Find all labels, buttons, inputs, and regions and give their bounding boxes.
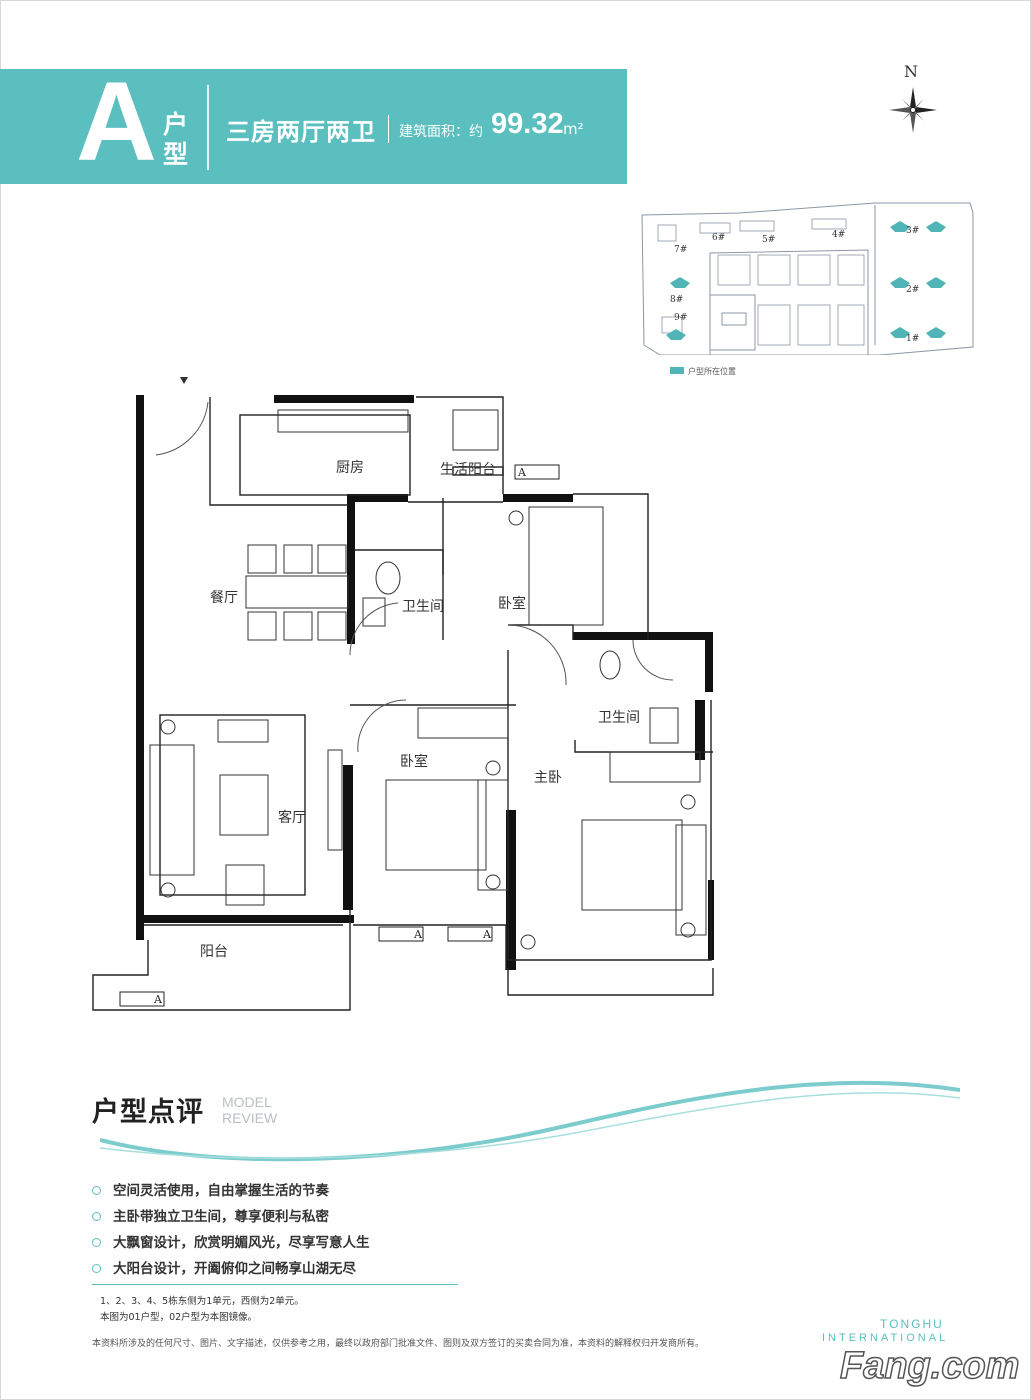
watermark-text: Fang.com (840, 1345, 1019, 1387)
disclaimer: 本资料所涉及的任何尺寸、图片、文字描述，仅供参考之用，最终以政府部门批准文件、图… (92, 1339, 705, 1349)
bullet-icon (92, 1186, 101, 1195)
entrance-arrow-icon (180, 377, 188, 384)
review-en-line2: REVIEW (222, 1110, 278, 1126)
review-points: 空间灵活使用，自由掌握生活的节奏 主卧带独立卫生间，尊享便利与私密 大飘窗设计，… (92, 1180, 370, 1284)
unit-type-letter: A (76, 59, 157, 184)
brand-line2: INTERNATIONAL (822, 1332, 949, 1344)
building-label: 5# (762, 235, 775, 245)
bullet-icon (92, 1212, 101, 1221)
header-separator (388, 115, 389, 143)
floor-plan: A A A A 厨房 生活阳台 餐厅 卫生间 卧室 卫生间 卧室 主卧 客厅 阳… (92, 377, 714, 1011)
legend-swatch (670, 367, 684, 374)
header-band (0, 69, 627, 184)
bullet-icon (92, 1264, 101, 1273)
list-item: 大飘窗设计，欣赏明媚风光，尽享写意人生 (92, 1232, 370, 1258)
header-divider (207, 85, 209, 170)
area-label: 建筑面积：约 (399, 124, 483, 140)
building-label: 3# (906, 226, 919, 236)
room-label-living: 客厅 (278, 809, 306, 826)
room-label-bedroom-2: 卧室 (400, 753, 428, 770)
area-unit: m² (563, 120, 584, 138)
building-label: 4# (832, 230, 845, 240)
list-item: 大阳台设计，开阖俯仰之间畅享山湖无尽 (92, 1258, 370, 1284)
brand-line1: TONGHU (880, 1317, 944, 1331)
legend-text: 户型所在位置 (688, 367, 736, 376)
list-item: 空间灵活使用，自由掌握生活的节奏 (92, 1180, 370, 1206)
building-label: 8# (670, 295, 683, 305)
north-label: N (904, 62, 918, 81)
room-label-bathroom-2: 卫生间 (598, 710, 640, 726)
ac-tag: A (413, 928, 423, 941)
review-title-en: MODEL REVIEW (222, 1094, 277, 1126)
list-item: 主卧带独立卫生间，尊享便利与私密 (92, 1206, 370, 1232)
ac-tag: A (153, 993, 163, 1006)
room-label-kitchen: 厨房 (336, 460, 364, 476)
unit-type-suffix: 户型 (163, 110, 189, 169)
ac-tag: A (482, 928, 492, 941)
building-label: 9# (674, 313, 687, 323)
room-label-balcony: 阳台 (200, 944, 228, 960)
layout-name: 三房两厅两卫 (226, 118, 376, 146)
review-title: 户型点评 (92, 1097, 204, 1128)
room-label-bedroom-1: 卧室 (498, 595, 526, 612)
decorative-wave (100, 1080, 960, 1162)
area-value: 99.32 (491, 108, 564, 140)
note-1: 1、2、3、4、5栋东侧为1单元，西侧为2单元。 (100, 1296, 304, 1307)
divider (92, 1284, 458, 1285)
building-label: 1# (906, 334, 919, 344)
room-label-master: 主卧 (534, 770, 562, 786)
compass-rose-icon (889, 87, 937, 133)
review-en-line1: MODEL (222, 1094, 272, 1110)
building-label: 7# (674, 245, 687, 255)
fang-watermark-logo: Fang.com (839, 1344, 1020, 1388)
bullet-icon (92, 1238, 101, 1247)
site-plan: 3# 2# 1# 4# 5# 6# 7# 8# 9# (641, 202, 974, 355)
room-label-bathroom-1: 卫生间 (402, 599, 444, 615)
room-label-dining: 餐厅 (210, 590, 238, 606)
note-2: 本图为01户型，02户型为本图镜像。 (100, 1312, 258, 1323)
building-label: 2# (906, 285, 919, 295)
room-label-service-balcony: 生活阳台 (440, 462, 496, 478)
building-label: 6# (712, 233, 725, 243)
ac-tag: A (517, 466, 527, 479)
